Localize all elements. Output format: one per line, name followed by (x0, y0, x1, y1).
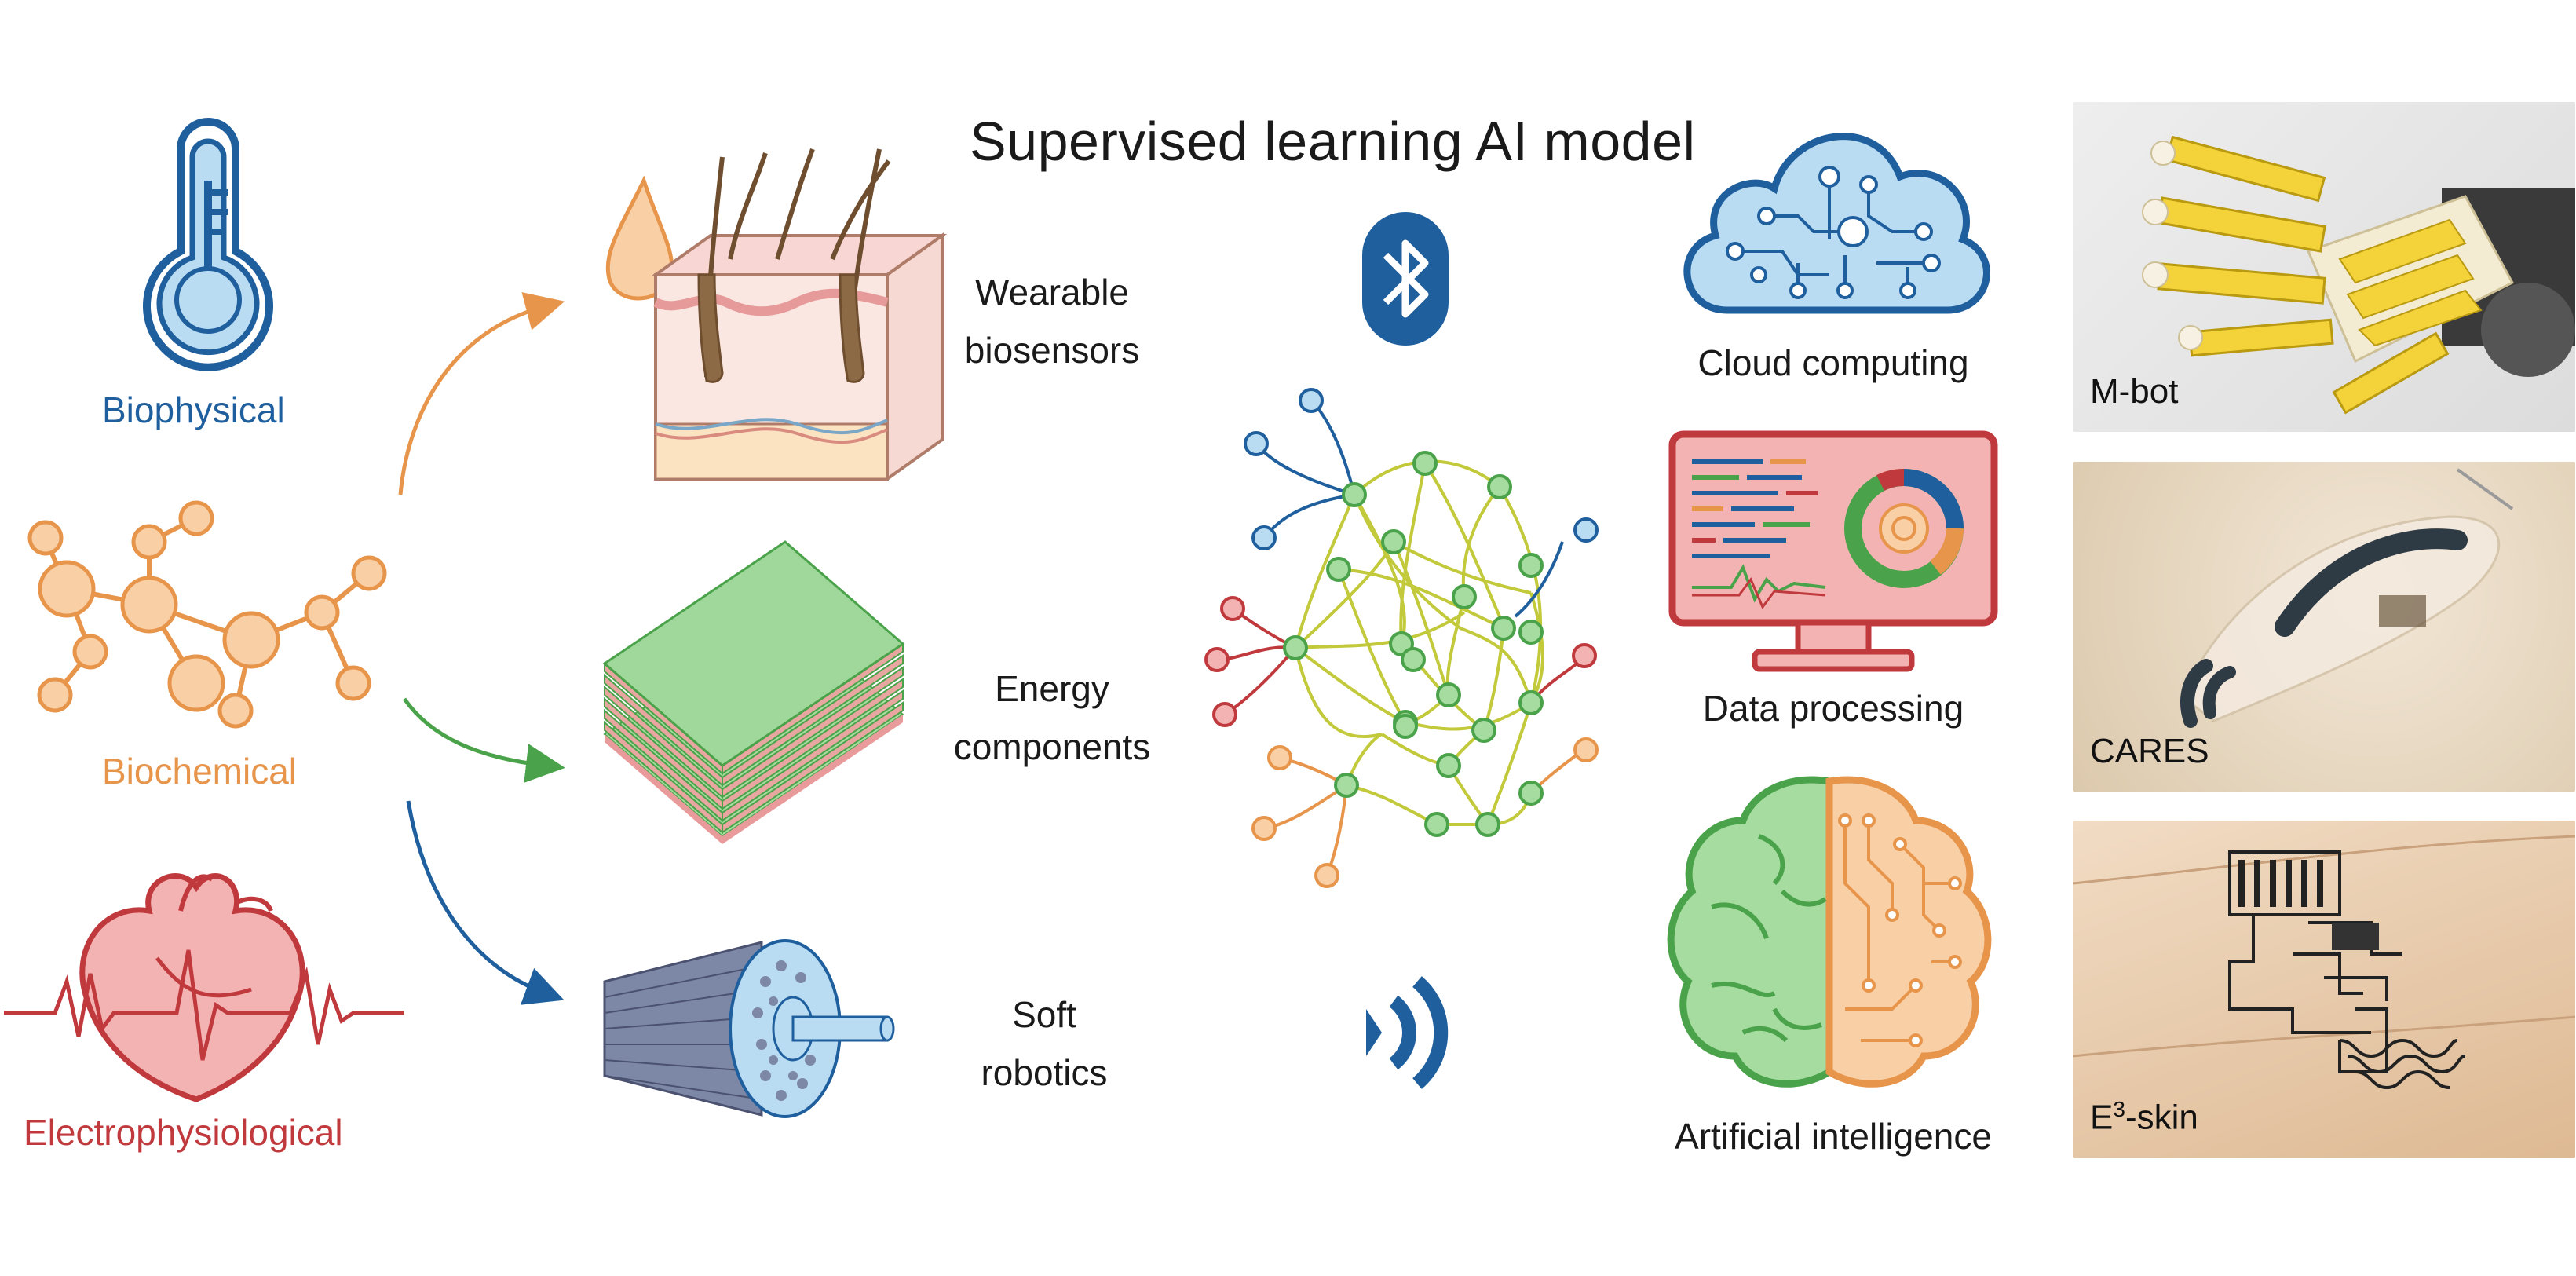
biophysical-label: Biophysical (102, 389, 285, 430)
neural-network-icon (1204, 388, 1599, 888)
wearable-label-line2: biosensors (964, 330, 1140, 371)
data-processing-label: Data processing (1702, 688, 1964, 729)
e3skin-caption: E3-skin (2090, 1097, 2198, 1138)
flow-arrows (398, 292, 565, 1005)
cloud-computing-label: Cloud computing (1697, 342, 1969, 383)
soft-robotics-icon (603, 939, 895, 1118)
cares-caption: CARES (2090, 732, 2209, 770)
ai-label: Artificial intelligence (1675, 1116, 1992, 1157)
e3skin-caption-suffix: -skin (2125, 1099, 2198, 1137)
mbot-photo: M-bot (2073, 102, 2575, 432)
wearable-label: Wearable biosensors (954, 263, 1150, 379)
energy-label: Energy components (942, 660, 1162, 776)
data-processing-icon (1668, 430, 1998, 672)
ai-brain-icon (1667, 776, 1992, 1088)
wireless-signal-icon (1366, 976, 1449, 1089)
diagram-title: Supervised learning AI model (970, 111, 1696, 172)
cloud-computing-icon (1683, 133, 1990, 314)
molecule-icon (27, 500, 387, 729)
energy-label-line1: Energy (995, 668, 1109, 709)
energy-stack-icon (602, 540, 905, 844)
thermometer-icon (143, 118, 273, 371)
arrow-to-energy (402, 697, 565, 783)
e3skin-caption-sup: 3 (2113, 1097, 2125, 1122)
electrophysiological-label: Electrophysiological (24, 1112, 343, 1153)
heart-icon (4, 873, 404, 1102)
cares-photo: CARES (2073, 462, 2575, 792)
skin-biosensor-icon (605, 148, 948, 482)
soft-robotics-label: Soft robotics (966, 985, 1123, 1102)
bluetooth-icon (1362, 212, 1449, 346)
wearable-label-line1: Wearable (974, 272, 1130, 313)
e3skin-circuit-image (2073, 835, 2575, 1090)
biochemical-label: Biochemical (102, 751, 297, 792)
mbot-caption: M-bot (2090, 372, 2179, 411)
energy-label-line2: components (953, 726, 1151, 767)
robotic-hand-image (2142, 135, 2575, 415)
arrow-to-wearable (398, 292, 565, 495)
e3skin-photo: E3-skin (2073, 821, 2575, 1158)
soft-robotics-label-line2: robotics (981, 1052, 1108, 1093)
cares-patch-image (2180, 468, 2514, 728)
arrow-to-soft (406, 800, 565, 1005)
soft-robotics-label-line1: Soft (1012, 994, 1076, 1035)
e3skin-caption-prefix: E (2090, 1099, 2114, 1137)
